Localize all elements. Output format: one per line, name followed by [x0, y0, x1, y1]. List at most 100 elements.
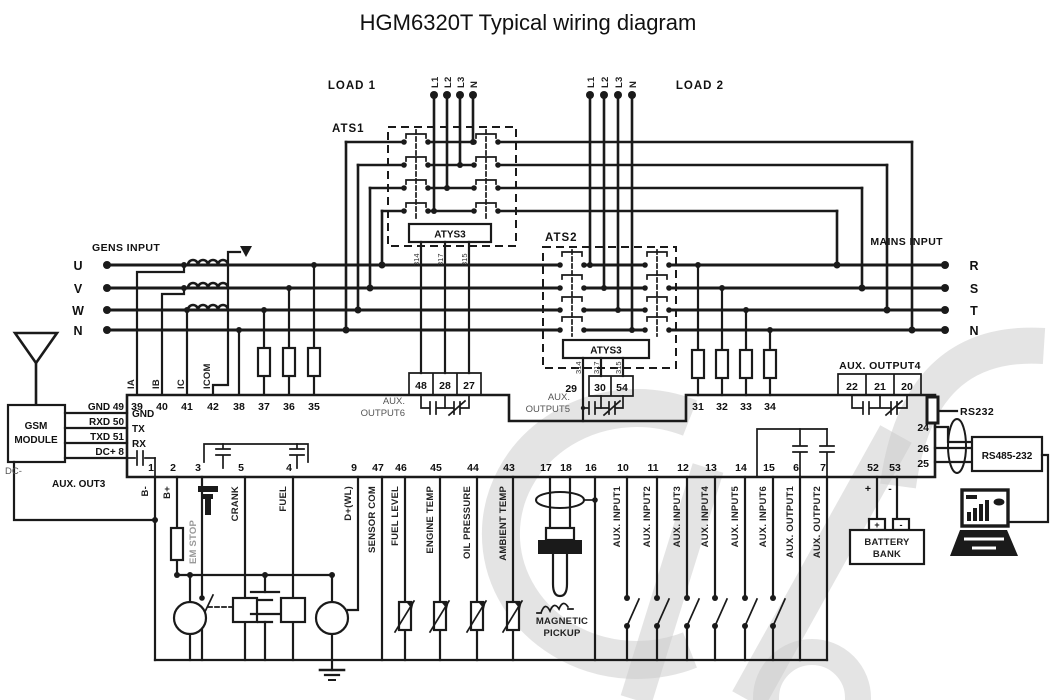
- controller-box: 39 40 41 42 38 37 36 35 31 32 33 34 GND …: [125, 393, 937, 479]
- terminal-5: 5: [238, 462, 244, 474]
- load2-phase-n: N: [628, 81, 639, 88]
- terminal-28: 28: [439, 380, 451, 392]
- terminal-54: 54: [616, 382, 628, 394]
- atys3-terminal-317: 317: [436, 253, 445, 266]
- terminal-12: 12: [677, 462, 689, 474]
- battery-minus-terminal-label: -: [888, 483, 892, 495]
- terminal-17: 17: [540, 462, 552, 474]
- load2-phase-l2: L2: [600, 77, 611, 89]
- terminal-9: 9: [351, 462, 357, 474]
- ats2-switch: ATS2 ATYS3 314 317 315: [542, 232, 677, 423]
- battery-minus-pole: -: [900, 520, 903, 530]
- mains-sense-wiring: [690, 262, 778, 397]
- capacitor-icon: [203, 443, 309, 469]
- rs232-label: RS232: [960, 406, 994, 418]
- magnetic-pickup-label-2: PICKUP: [543, 628, 581, 639]
- aux-output4-group: AUX. OUTPUT4 22 21 20: [837, 360, 922, 417]
- load1-phase-l2: L2: [443, 77, 454, 89]
- page-title: HGM6320T Typical wiring diagram: [360, 10, 697, 35]
- capacitor-icon: [756, 428, 835, 478]
- mains-input-label: MAINS INPUT: [870, 236, 943, 248]
- atys3-2-terminal-315: 315: [614, 361, 623, 374]
- aux-output5-label-2: OUTPUT5: [526, 404, 570, 415]
- terminal-21: 21: [874, 381, 886, 393]
- label-b-minus: B-: [140, 486, 151, 496]
- comm-group: RS232 24 26 25 RS485-232: [917, 395, 1050, 556]
- terminal-20: 20: [901, 381, 913, 393]
- fuse-icon: [714, 348, 730, 380]
- label-aux-input4: AUX. INPUT4: [700, 485, 711, 547]
- relay-coil-icon: [231, 596, 259, 624]
- load2-terminals: LOAD 2 L1 L2 L3 N: [586, 76, 723, 333]
- terminal-26: 26: [917, 443, 929, 455]
- gsm-conn-dc: DC+ 8: [95, 447, 124, 458]
- terminal-36: 36: [283, 401, 295, 413]
- fuse-icon: [256, 346, 272, 378]
- label-aux-input5: AUX. INPUT5: [730, 485, 741, 547]
- mains-phase-n: N: [969, 324, 978, 338]
- gsm-conn-gnd: GND 49: [88, 402, 125, 413]
- load1-phase-l3: L3: [456, 77, 467, 89]
- atys3-terminal-315: 315: [460, 253, 469, 266]
- terminal-37: 37: [258, 401, 270, 413]
- label-aux-output1: AUX. OUTPUT1: [785, 485, 796, 558]
- bottom-field-wiring: MAGNETIC PICKUP: [140, 475, 926, 681]
- fuse-icon: [281, 346, 297, 378]
- ct-label-ia: IA: [126, 379, 137, 389]
- gsm-label-2: MODULE: [14, 435, 58, 446]
- terminal-44: 44: [467, 462, 479, 474]
- terminal-14: 14: [735, 462, 747, 474]
- terminal-1: 1: [148, 462, 154, 474]
- label-engine-temp: ENGINE TEMP: [425, 486, 436, 554]
- battery-bank-label-2: BANK: [873, 549, 901, 560]
- label-fuel: FUEL: [278, 486, 289, 512]
- relay-contact-icon: [851, 394, 908, 417]
- em-stop-button-icon: [198, 486, 218, 515]
- load1-label: LOAD 1: [328, 80, 376, 92]
- terminal-43: 43: [503, 462, 515, 474]
- ct-wiring: IA IB IC ICOM: [126, 246, 322, 395]
- fuse-icon: [690, 348, 706, 380]
- gsm-dc-minus-label: DC-: [5, 466, 22, 477]
- gsm-label-1: GSM: [25, 421, 48, 432]
- battery-icon: [249, 590, 281, 624]
- terminal-4: 4: [286, 462, 292, 474]
- earth-icon: [240, 246, 252, 257]
- aux-input-switches: [624, 475, 787, 662]
- terminal-42: 42: [207, 401, 219, 413]
- ats1-label: ATS1: [332, 123, 365, 135]
- label-b-plus: B+: [162, 486, 173, 499]
- gens-phase-u: U: [73, 259, 82, 273]
- atys3-terminal-314: 314: [412, 253, 421, 266]
- aux-output6-label-2: OUTPUT6: [361, 408, 405, 419]
- terminal-29: 29: [565, 383, 577, 395]
- relay-coil-icon: [279, 596, 307, 624]
- aux-output5-label-1: AUX.: [548, 392, 570, 403]
- controller-gnd-label: GND: [132, 409, 154, 420]
- shielded-cable-icon: [947, 418, 967, 474]
- mains-phase-s: S: [970, 282, 978, 296]
- terminal-7: 7: [820, 462, 826, 474]
- terminal-15: 15: [763, 462, 775, 474]
- battery-plus-terminal-label: +: [865, 483, 871, 495]
- gsm-module-box: [6, 403, 67, 464]
- label-ambient-temp: AMBIENT TEMP: [498, 486, 509, 561]
- relay-contact-icon: [420, 394, 470, 417]
- aux-output6-label-1: AUX.: [383, 396, 405, 407]
- load1-phase-l1: L1: [430, 76, 441, 88]
- terminal-30: 30: [594, 382, 606, 394]
- terminal-31: 31: [692, 401, 704, 413]
- atys3-box-2: [561, 338, 651, 360]
- terminal-38: 38: [233, 401, 245, 413]
- gens-input-label: GENS INPUT: [92, 242, 160, 254]
- terminal-2: 2: [170, 462, 176, 474]
- mains-phase-r: R: [969, 259, 978, 273]
- controller-tx-label: TX: [132, 424, 145, 435]
- terminal-39: 39: [131, 401, 143, 413]
- terminal-13: 13: [705, 462, 717, 474]
- label-aux-input6: AUX. INPUT6: [758, 486, 769, 547]
- label-aux-input2: AUX. INPUT2: [642, 486, 653, 547]
- label-d-plus-wl: D+(WL): [343, 486, 354, 521]
- terminal-6: 6: [793, 462, 799, 474]
